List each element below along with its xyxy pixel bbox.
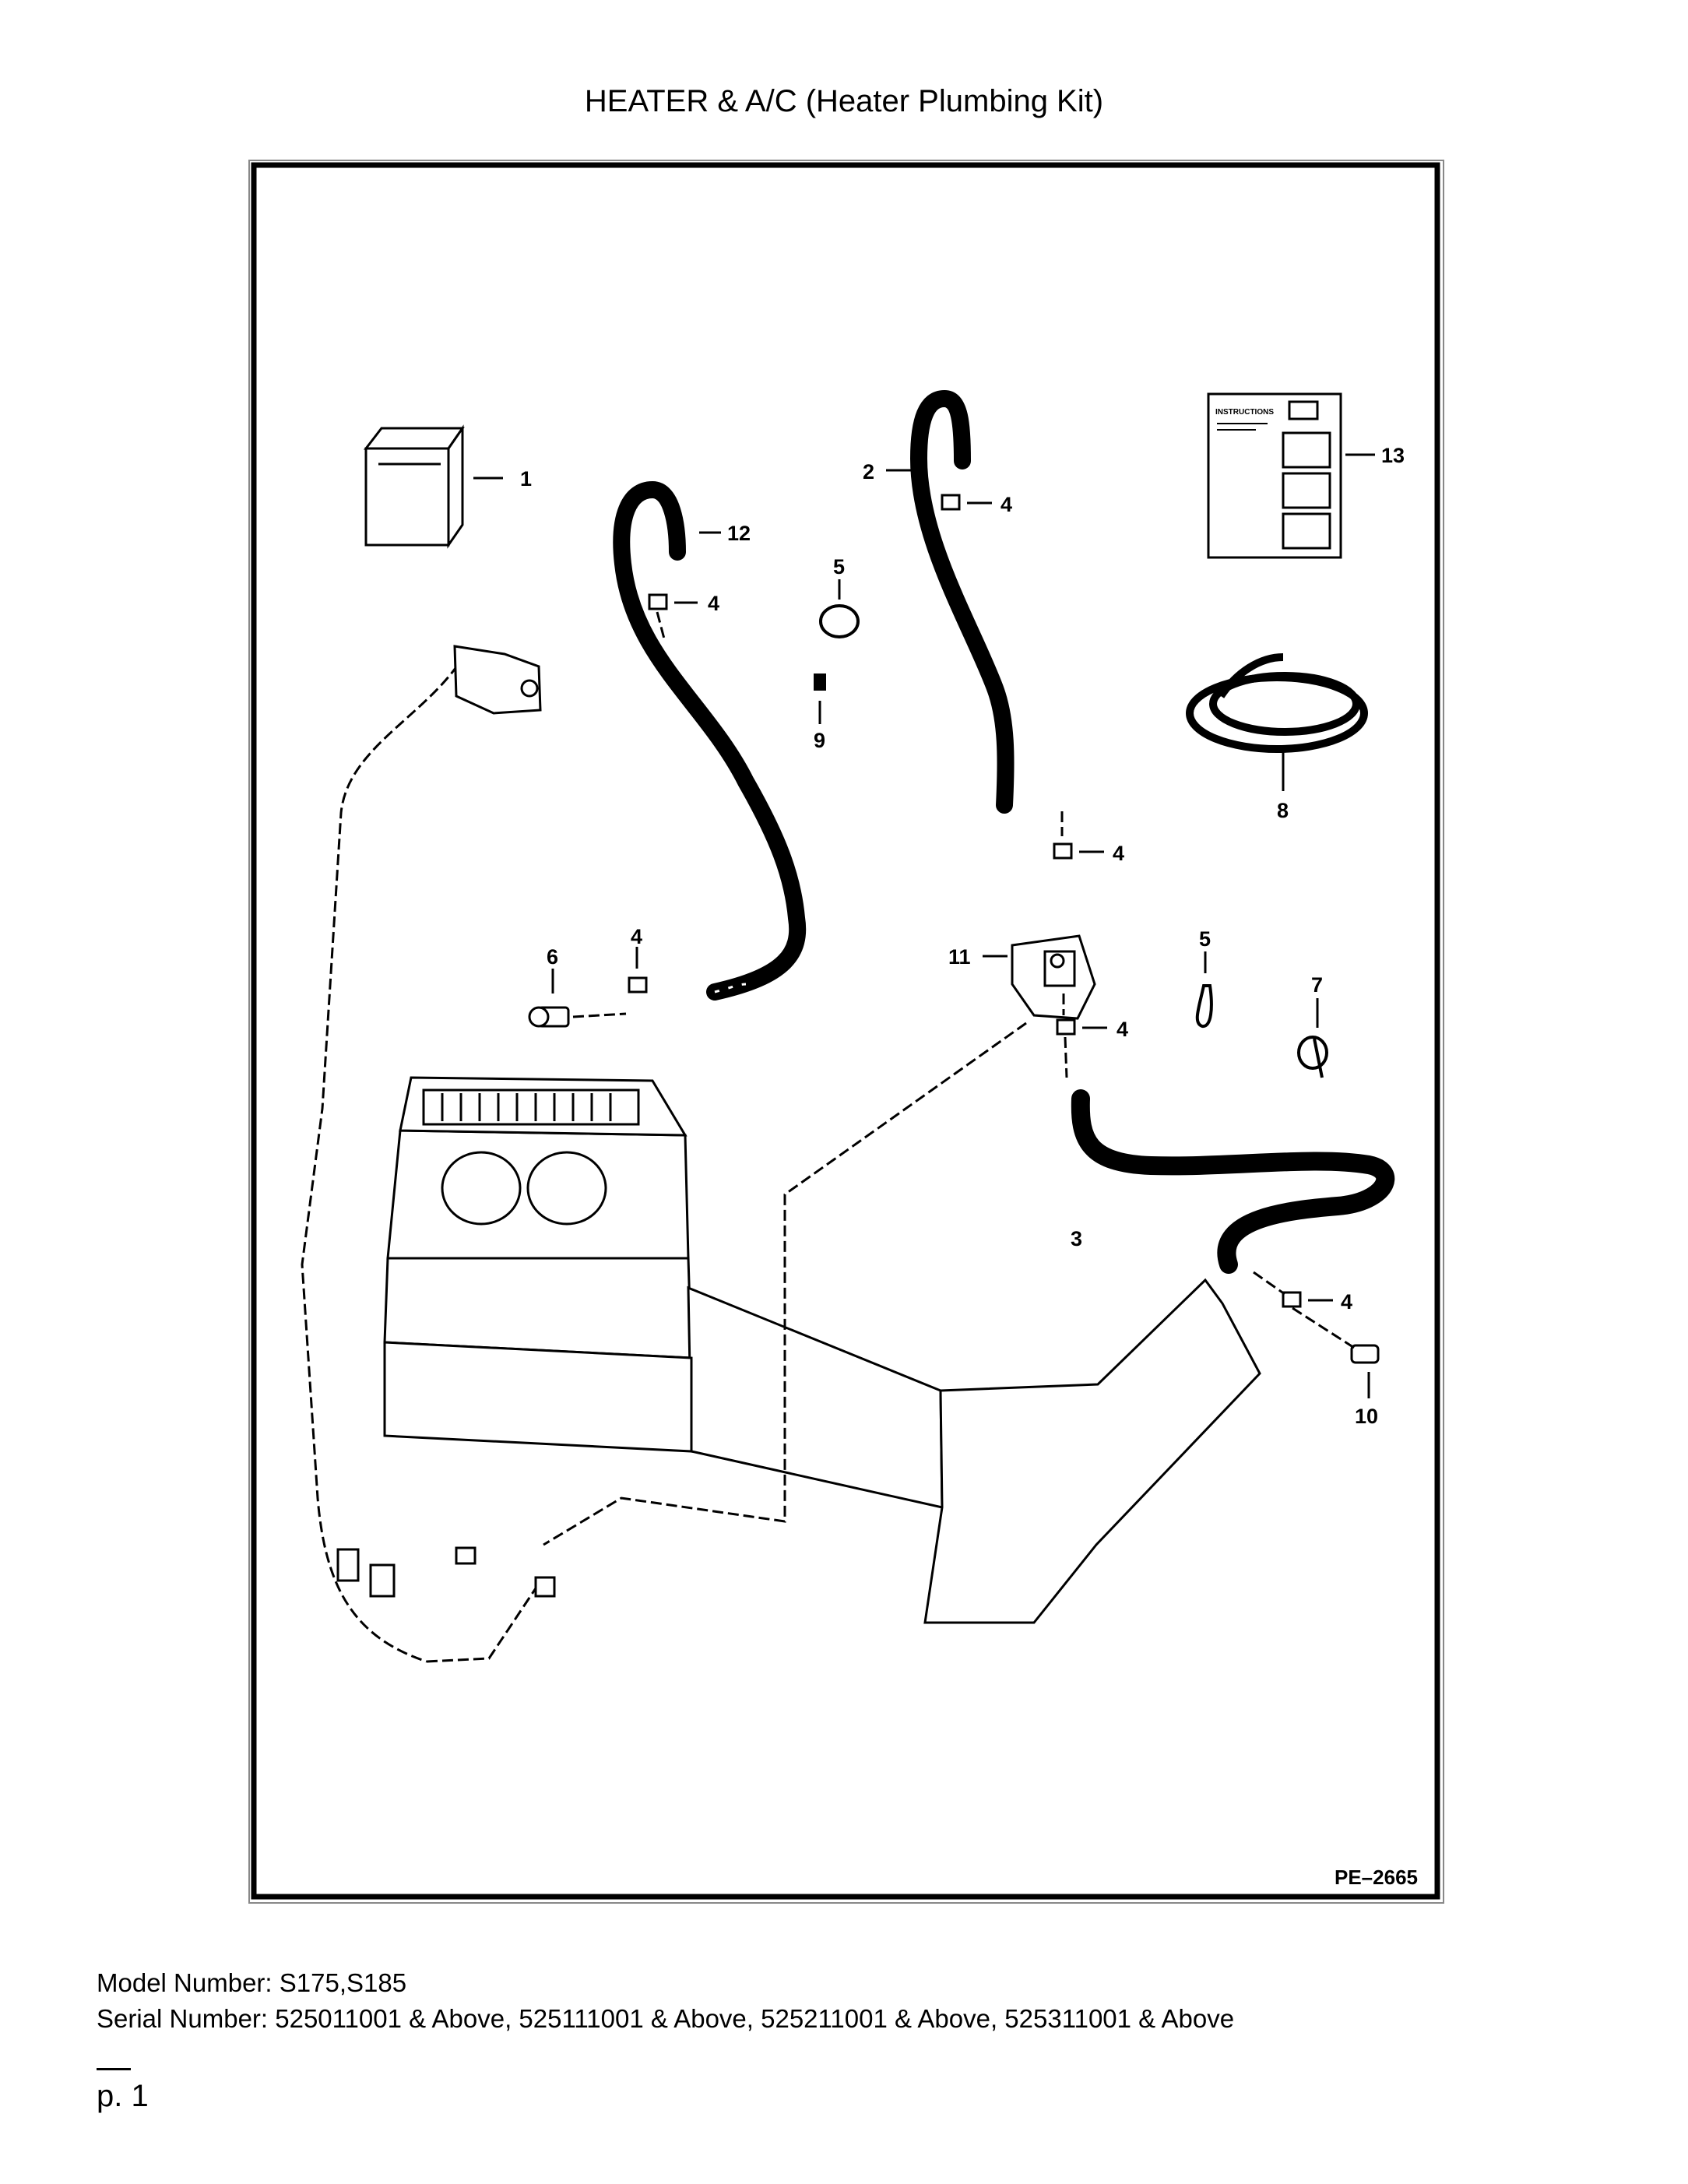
fastener-9 (814, 673, 826, 691)
heater-vents (422, 1088, 640, 1226)
hose-coil-8 (1186, 653, 1368, 753)
wiring-harness (301, 611, 1359, 1663)
callout-2: 2 (863, 460, 874, 484)
callout-3: 3 (1071, 1227, 1082, 1250)
callout-1: 1 (520, 467, 532, 491)
model-serial-info: Model Number: S175,S185 Serial Number: 5… (97, 1965, 1234, 2037)
callout-6: 6 (547, 945, 558, 969)
callout-4e: 4 (631, 925, 642, 948)
callout-4f: 4 (1341, 1290, 1352, 1314)
connector-bottom (336, 1546, 556, 1598)
instructions-label: INSTRUCTIONS (1215, 408, 1274, 417)
callout-7: 7 (1311, 973, 1323, 997)
strap-5 (819, 604, 1213, 1028)
model-number-line: Model Number: S175,S185 (97, 1968, 407, 1997)
callout-8: 8 (1277, 799, 1289, 822)
diagram-border (248, 160, 1444, 1904)
page-mark (97, 2068, 131, 2070)
callout-11: 11 (948, 945, 971, 969)
callout-13: 13 (1381, 444, 1405, 467)
callout-5a: 5 (833, 555, 845, 579)
callout-4a: 4 (708, 592, 719, 615)
page-title: HEATER & A/C (Heater Plumbing Kit) (584, 84, 1104, 118)
parts-diagram: INSTRUCTIONS (248, 159, 1445, 1904)
fitting-6 (528, 1006, 570, 1028)
valve-11 (1011, 934, 1096, 1020)
fitting-10 (1350, 1344, 1380, 1364)
heater-assembly-outline (383, 1076, 1261, 1624)
connector-top (453, 645, 542, 715)
part-box-1 (363, 424, 465, 549)
hose-3 (1071, 1089, 1395, 1274)
diagram-border-inner (251, 162, 1440, 1900)
callout-9: 9 (814, 729, 825, 752)
drawing-id: PE–2665 (1335, 1866, 1418, 1889)
clamp-4 (628, 494, 1302, 1308)
callout-4d: 4 (1117, 1018, 1128, 1041)
callout-4b: 4 (1000, 493, 1012, 516)
hose-12 (613, 480, 807, 1001)
callout-10: 10 (1355, 1405, 1378, 1428)
callout-12: 12 (727, 522, 751, 545)
page-number: p. 1 (97, 2079, 149, 2113)
hose-2 (909, 389, 1015, 814)
callout-5b: 5 (1199, 927, 1211, 951)
instruction-sheet-13 (1207, 392, 1342, 559)
serial-number-line: Serial Number: 525011001 & Above, 525111… (97, 2004, 1235, 2033)
callout-4c: 4 (1113, 842, 1124, 865)
clip-7 (1297, 1036, 1328, 1078)
